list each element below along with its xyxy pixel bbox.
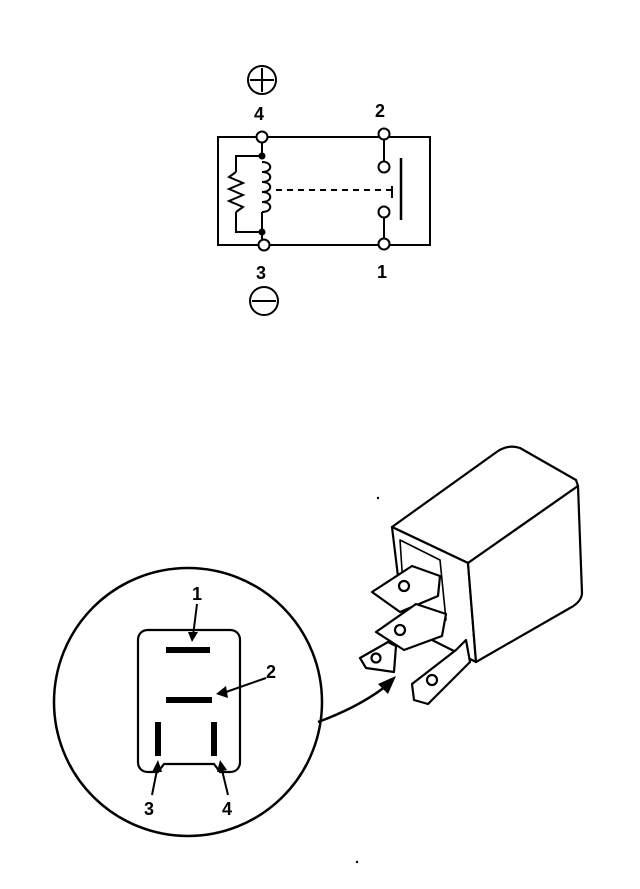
pin-4-leader — [221, 769, 229, 796]
plus-circle-icon — [247, 65, 277, 95]
print-speck — [376, 496, 380, 500]
terminal-1-node — [377, 237, 391, 251]
relay-side-face — [466, 484, 584, 664]
pin-3-leader — [151, 769, 158, 796]
relay-coil — [258, 143, 272, 239]
pin-label-4: 4 — [222, 799, 232, 819]
pin-1-leader — [192, 603, 198, 637]
callout-arrowhead — [378, 676, 396, 694]
terminal-tab-middle — [374, 602, 448, 652]
terminal-2-node — [377, 127, 391, 141]
relay-schematic — [217, 65, 431, 316]
terminal-label-3: 3 — [256, 263, 266, 283]
print-speck — [355, 860, 359, 864]
pin-4-arrowhead — [217, 760, 227, 772]
pin-2-leader — [225, 677, 267, 693]
pin-view-callout — [52, 566, 396, 838]
pin-3-arrowhead — [152, 760, 162, 772]
terminal-tab-upper — [370, 564, 442, 614]
callout-curved-arrow — [317, 685, 387, 724]
terminal-4-node — [255, 130, 269, 144]
relay-contacts — [377, 140, 403, 238]
minus-circle-icon — [249, 286, 279, 316]
terminal-3-node — [257, 238, 271, 252]
relay-body-drawing — [358, 445, 584, 706]
pin-label-3: 3 — [144, 799, 154, 819]
connector-face-outline — [136, 628, 242, 774]
terminal-tab-lower-left — [358, 640, 398, 674]
terminal-label-2: 2 — [375, 101, 385, 121]
pin-label-2: 2 — [266, 662, 276, 682]
pin-1-arrowhead — [188, 632, 198, 642]
relay-top-face — [390, 445, 580, 565]
pin-2-arrowhead — [216, 686, 228, 698]
pin-label-1: 1 — [192, 584, 202, 604]
magnifier-circle — [52, 566, 324, 838]
terminal-tab-lower-right — [410, 638, 472, 706]
relay-housing-outline — [217, 136, 431, 246]
terminal-label-4: 4 — [254, 104, 264, 124]
terminal-label-1: 1 — [377, 262, 387, 282]
suppression-resistor — [226, 155, 262, 233]
